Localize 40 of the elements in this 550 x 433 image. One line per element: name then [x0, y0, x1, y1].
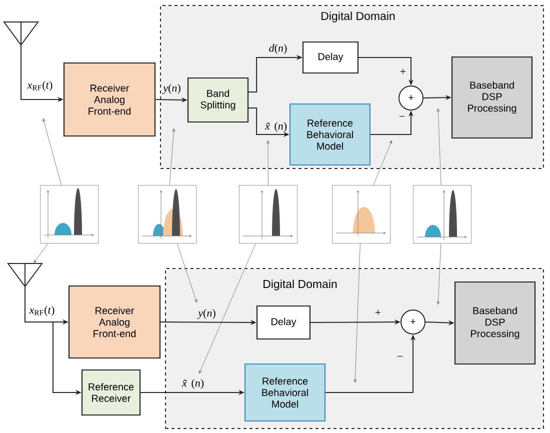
process-box: Receiver Analog Front-end [68, 285, 161, 359]
edge-label: − [397, 356, 403, 357]
process-box: Reference Behavioral Model [289, 103, 371, 166]
spectrum-plot [40, 185, 99, 244]
process-box: Reference Receiver [81, 369, 141, 416]
leader-line [42, 118, 62, 186]
leader-line [198, 243, 256, 374]
leader-line [34, 243, 48, 264]
edge-label: x$_{RF}$(t) [29, 306, 54, 316]
process-box: Receiver Analog Front-end [63, 62, 156, 137]
edge-label: x̃(n) [182, 379, 204, 389]
process-box: Baseband DSP Processing [454, 281, 536, 365]
antenna-symbol [4, 22, 39, 46]
edge-label: y(n) [162, 84, 180, 94]
edge-label: x̃(n) [264, 122, 287, 132]
process-box: Reference Behavioral Model [244, 363, 326, 422]
leader-line [176, 243, 198, 303]
process-box: Baseband DSP Processing [451, 56, 533, 139]
leader-line [436, 243, 442, 305]
spectrum-plot [413, 185, 472, 244]
summing-junction: + [400, 310, 426, 334]
edge-label: d(n) [269, 44, 287, 54]
leader-line [354, 243, 360, 383]
spectrum-plot [239, 185, 298, 244]
edge-label: + [400, 68, 406, 74]
antenna-symbol [8, 263, 43, 287]
edge-label: x$_{RF}$(t) [27, 81, 52, 91]
process-box: Delay [302, 41, 359, 74]
leader-line [373, 140, 392, 186]
edge-label: y(n) [197, 309, 216, 319]
leader-line [436, 108, 442, 186]
summing-junction: + [398, 86, 424, 110]
process-box: Band Splitting [187, 77, 249, 123]
spectrum-plot [332, 185, 391, 244]
leader-line [266, 140, 270, 186]
leader-line [169, 128, 176, 186]
process-box: Delay [256, 305, 311, 340]
spectrum-plot [138, 185, 197, 244]
edge-label: − [399, 116, 405, 117]
edge-label: + [375, 310, 381, 316]
